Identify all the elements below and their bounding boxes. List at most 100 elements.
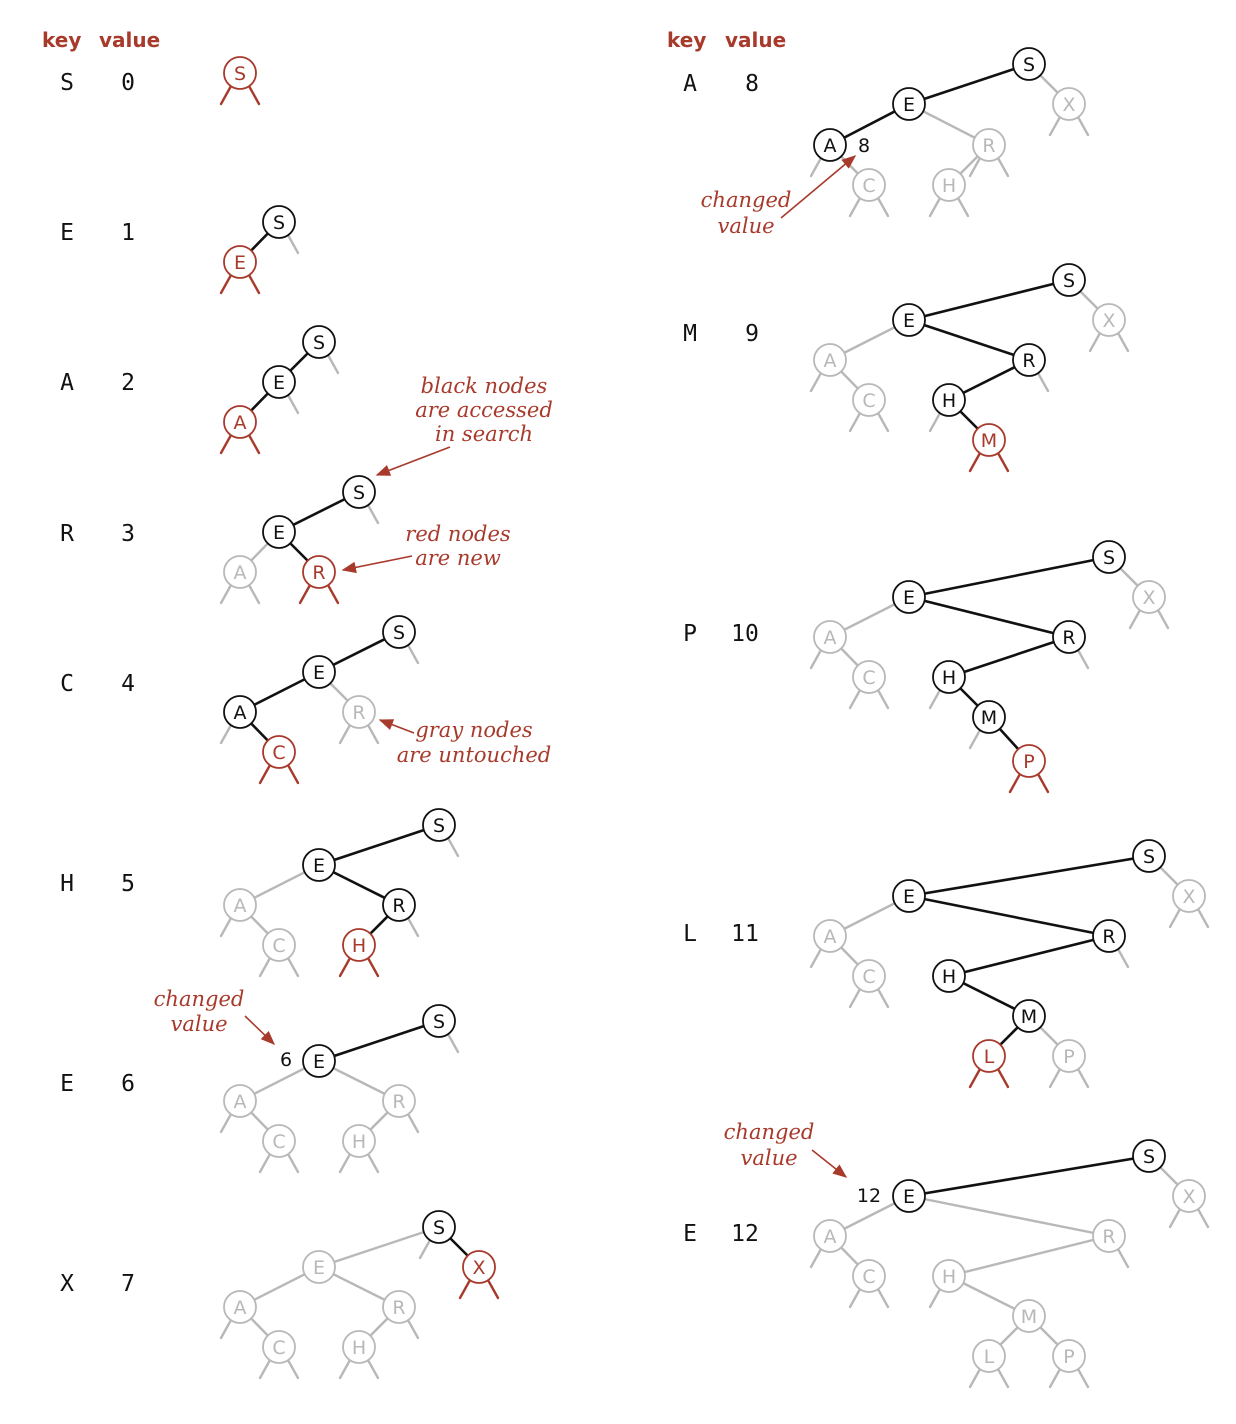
tree-node-m: M [1012, 999, 1046, 1033]
svg-text:A: A [824, 1226, 837, 1248]
null-link [1156, 608, 1170, 630]
null-link [366, 1152, 380, 1174]
tree-edge [948, 635, 1070, 679]
svg-text:X: X [1182, 886, 1195, 908]
svg-text:S: S [1143, 1146, 1155, 1168]
tree-node-e: E [262, 365, 296, 399]
tree-node-x: X [1172, 879, 1206, 913]
tree-node-e: E [892, 879, 926, 913]
null-link [996, 451, 1010, 473]
null-link [458, 1278, 472, 1300]
tree-node-x: X [1092, 303, 1126, 337]
tree-edge [318, 823, 440, 867]
null-link [848, 987, 862, 1009]
null-link [326, 583, 340, 605]
tree-node-h: H [932, 383, 966, 417]
tree-step-2: SEA [219, 325, 340, 455]
value-header-left: value [99, 28, 160, 52]
svg-text:X: X [1062, 94, 1075, 116]
null-link [1076, 115, 1090, 137]
row-10-value: 10 [731, 621, 759, 647]
tree-node-x: X [1132, 580, 1166, 614]
null-link [1168, 1207, 1182, 1229]
null-link [1036, 371, 1050, 393]
null-link [1116, 331, 1130, 353]
svg-text:C: C [862, 966, 875, 988]
svg-text:C: C [272, 1131, 285, 1153]
null-link [338, 1358, 352, 1380]
annotation-changed-value-3: changed value [724, 1120, 848, 1178]
svg-text:are untouched: are untouched [397, 743, 551, 767]
svg-text:C: C [272, 742, 285, 764]
annotation-black-nodes: black nodes are accessed in search [375, 374, 553, 476]
svg-text:S: S [1063, 270, 1075, 292]
null-link [219, 433, 233, 455]
tree-node-e: E [892, 303, 926, 337]
key-header-left: key [42, 28, 81, 52]
null-link [1116, 1247, 1130, 1269]
tree-step-0: S [219, 56, 261, 106]
row-4-value: 4 [121, 671, 135, 697]
tree-edge [318, 1019, 440, 1063]
null-link [996, 1067, 1010, 1089]
svg-text:R: R [312, 562, 325, 584]
svg-text:H: H [352, 1337, 366, 1359]
null-link [247, 84, 261, 106]
tree-node-r: R [382, 1084, 416, 1118]
svg-text:H: H [942, 175, 956, 197]
tree-node-m: M [972, 423, 1006, 457]
tree-node-s: S [1012, 47, 1046, 81]
tree-node-r: R [382, 888, 416, 922]
svg-text:M: M [981, 707, 997, 729]
svg-text:E: E [313, 855, 325, 877]
svg-text:A: A [234, 1297, 247, 1319]
null-link [366, 503, 380, 525]
null-link [968, 1367, 982, 1389]
null-link [809, 371, 823, 393]
svg-text:changed: changed [701, 188, 792, 212]
svg-text:S: S [433, 1217, 445, 1239]
svg-text:M: M [981, 430, 997, 452]
svg-text:M: M [1021, 1006, 1037, 1028]
tree-node-e: E [302, 655, 336, 689]
tree-node-x: X [462, 1250, 496, 1284]
null-link [1048, 1367, 1062, 1389]
null-link [876, 196, 890, 218]
svg-text:black nodes: black nodes [421, 374, 548, 398]
null-link [1196, 907, 1210, 929]
svg-text:C: C [862, 175, 875, 197]
svg-text:A: A [824, 350, 837, 372]
row-11-key: L [683, 921, 697, 947]
null-link [366, 723, 380, 745]
tree-node-h: H [342, 1330, 376, 1364]
svg-text:A: A [234, 562, 247, 584]
svg-text:S: S [433, 815, 445, 837]
null-link [219, 583, 233, 605]
row-8-key: A [683, 71, 697, 97]
null-link [809, 156, 823, 178]
svg-text:E: E [313, 662, 325, 684]
null-link [928, 411, 942, 433]
null-link [219, 723, 233, 745]
svg-text:E: E [903, 587, 915, 609]
svg-text:E: E [903, 94, 915, 116]
svg-text:A: A [824, 135, 837, 157]
tree-node-h: H [342, 1124, 376, 1158]
svg-text:A: A [234, 1091, 247, 1113]
tree-node-s: S [422, 1004, 456, 1038]
null-link [876, 987, 890, 1009]
tree-edge [908, 854, 1150, 898]
row-5-value: 5 [121, 871, 135, 897]
row-3-key: R [60, 521, 74, 547]
svg-text:S: S [353, 482, 365, 504]
svg-text:H: H [352, 935, 366, 957]
svg-text:E: E [313, 1257, 325, 1279]
svg-text:value: value [170, 1012, 227, 1036]
null-link [298, 583, 312, 605]
